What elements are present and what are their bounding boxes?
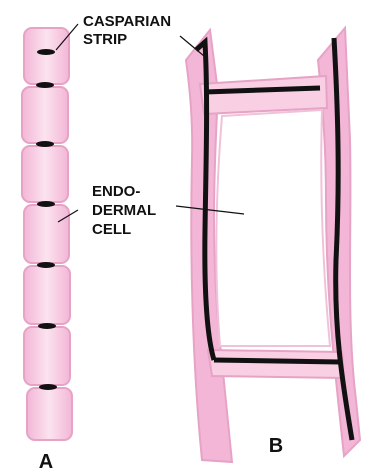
casparian-strip-dot — [38, 323, 56, 329]
casparian-strip-dot — [36, 141, 54, 147]
label-endo-line1: ENDO- — [92, 183, 140, 200]
endodermal-cell — [22, 87, 68, 143]
casparian-strip-dot — [36, 82, 54, 88]
label-endo-line3: CELL — [92, 221, 131, 238]
casparian-strip-dot — [37, 262, 55, 268]
endodermal-cell — [24, 266, 70, 324]
panel-b-endodermal-cell — [186, 28, 360, 462]
cell-interior — [216, 110, 330, 346]
top-cross-wall — [200, 76, 327, 114]
label-endo-line2: DERMAL — [92, 202, 156, 219]
label-casparian-line2: STRIP — [83, 31, 127, 48]
casparian-strip-dot — [39, 384, 57, 390]
endodermal-cell — [24, 327, 70, 385]
endodermal-cell — [24, 28, 69, 84]
panel-label-a: A — [39, 451, 53, 472]
endodermal-cell — [27, 388, 72, 440]
panel-a-cell-column — [22, 28, 72, 440]
casparian-strip-dot — [37, 49, 55, 55]
label-casparian-line1: CASPARIAN — [83, 13, 171, 30]
endodermal-cell — [24, 205, 69, 263]
casparian-strip-bottom — [214, 360, 340, 362]
casparian-strip-dot — [37, 201, 55, 207]
endodermal-cell — [22, 146, 68, 202]
panel-label-b: B — [269, 435, 283, 457]
